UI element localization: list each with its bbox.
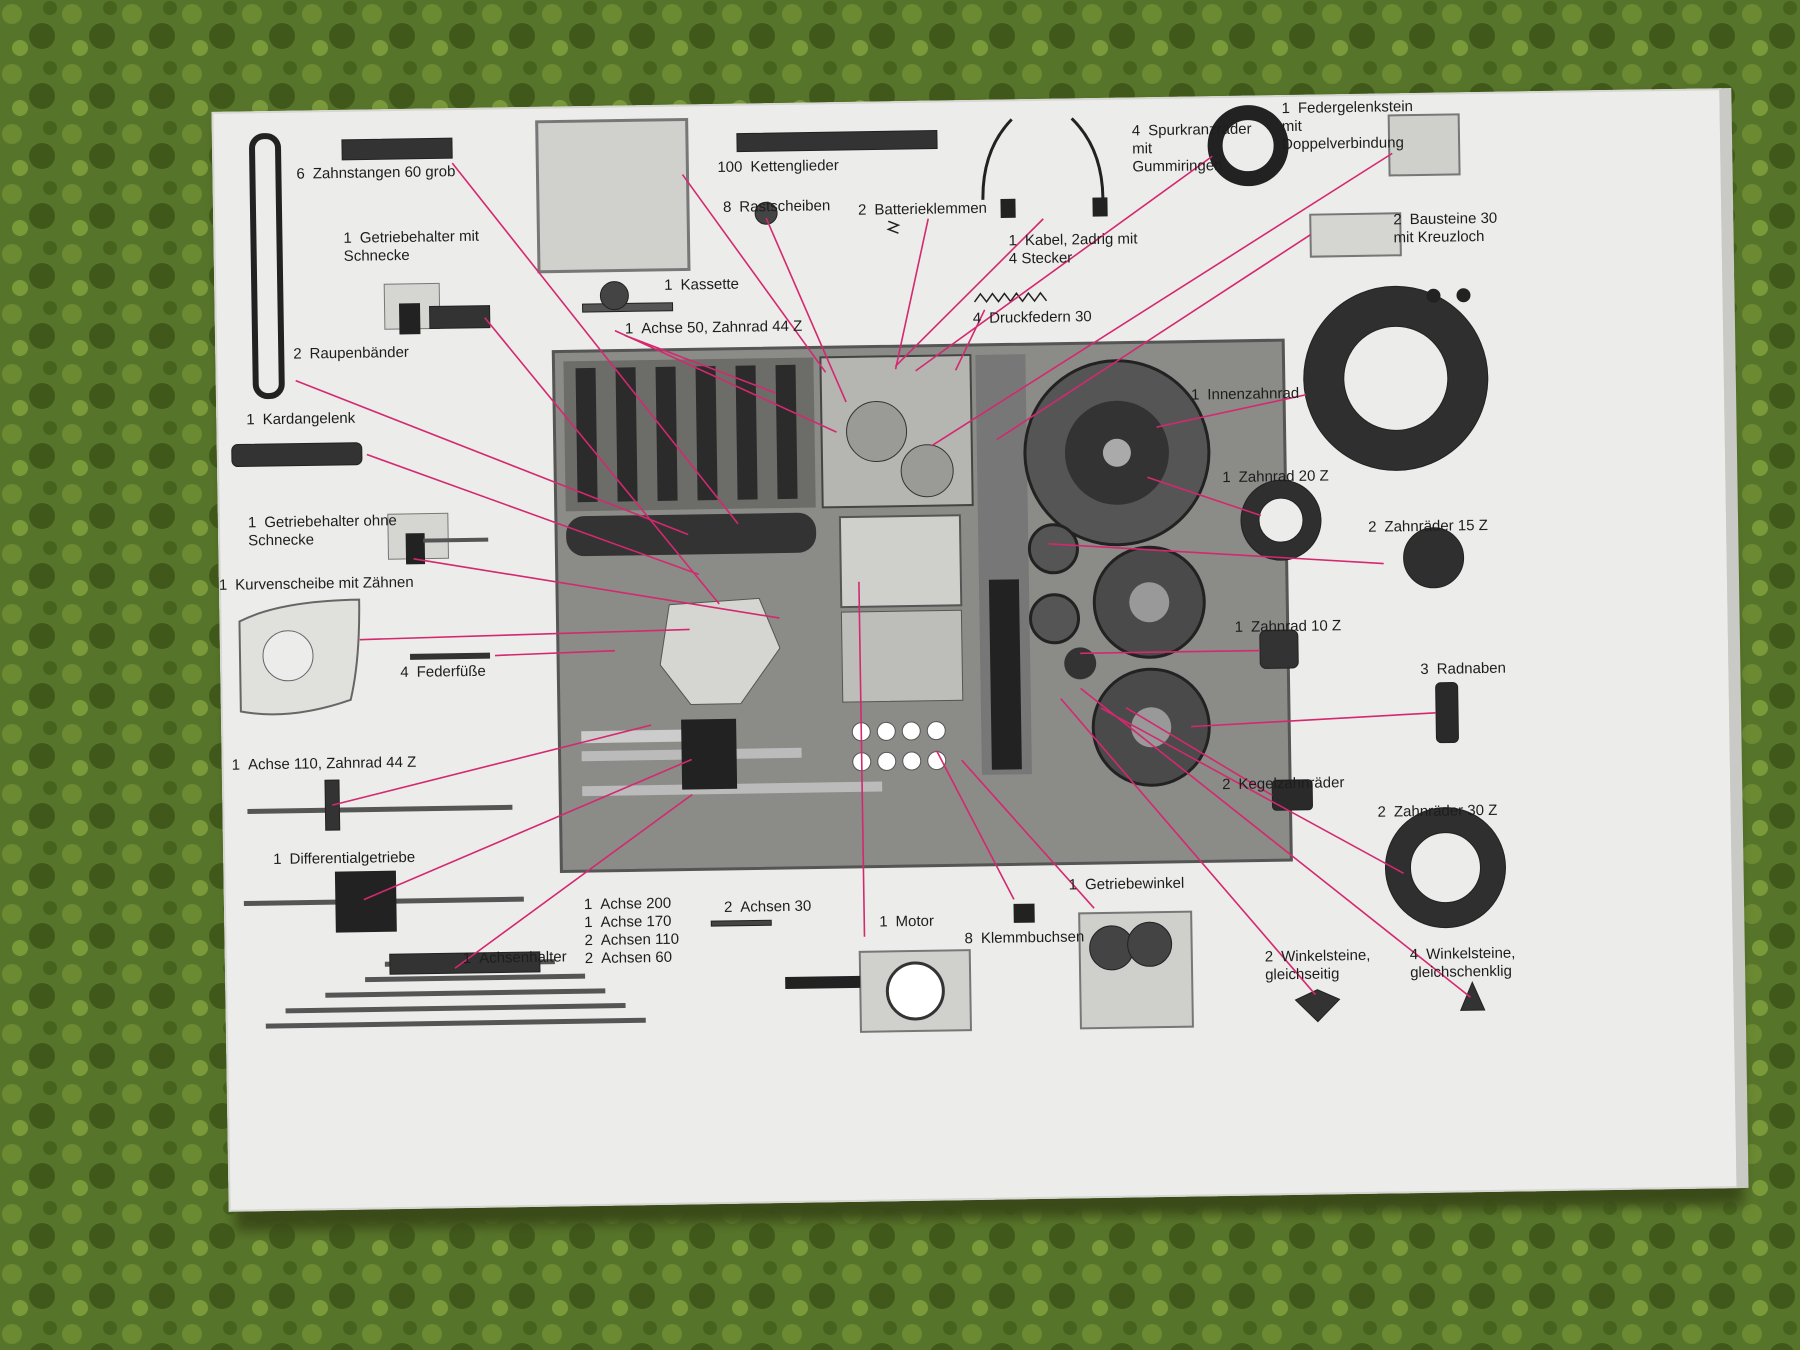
hole <box>1456 288 1471 303</box>
storage-tray <box>551 338 1293 874</box>
leader-lines <box>295 152 1472 998</box>
parts-illustration <box>231 105 1506 1033</box>
part-sketches <box>231 105 1506 1033</box>
